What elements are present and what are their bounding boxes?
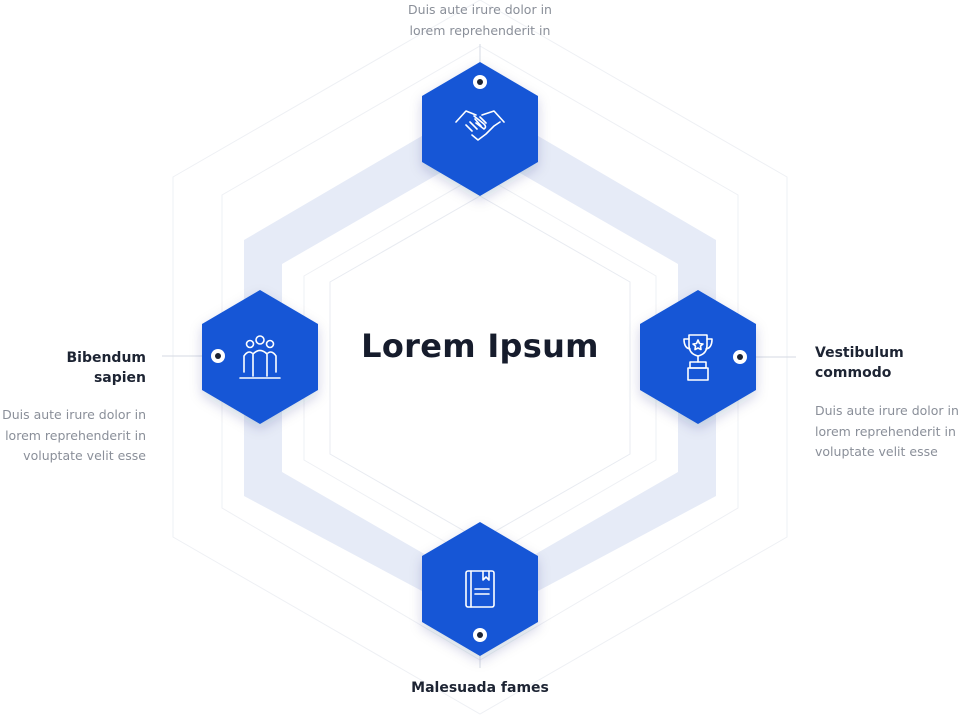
left-node-hexagon <box>202 290 318 424</box>
trophy-icon <box>683 334 713 381</box>
bottom-node <box>422 522 538 656</box>
right-node-title: Vestibulum commodo <box>815 345 904 381</box>
left-node-title: Bibendum sapien <box>66 350 146 386</box>
left-node-description: Duis aute irure dolor in lorem reprehend… <box>2 407 146 463</box>
top-node <box>422 62 538 196</box>
bottom-node-marker-dot <box>477 632 483 638</box>
right-node-marker-dot <box>737 354 743 360</box>
top-node-hexagon <box>422 62 538 196</box>
right-node <box>640 290 756 424</box>
top-node-marker-dot <box>477 79 483 85</box>
center-title: Lorem Ipsum <box>361 327 599 365</box>
book-icon <box>465 570 495 608</box>
top-node-description: Duis aute irure dolor in lorem reprehend… <box>408 2 552 38</box>
handshake-icon <box>455 110 505 141</box>
outer-outline-hexagon <box>172 0 788 715</box>
left-node-marker-dot <box>215 353 221 359</box>
bottom-node-title: Malesuada fames <box>411 680 549 696</box>
right-node-description: Duis aute irure dolor in lorem reprehend… <box>815 403 959 459</box>
left-node <box>202 290 318 424</box>
center-hexagon <box>329 195 631 541</box>
people-group-icon <box>239 335 281 379</box>
